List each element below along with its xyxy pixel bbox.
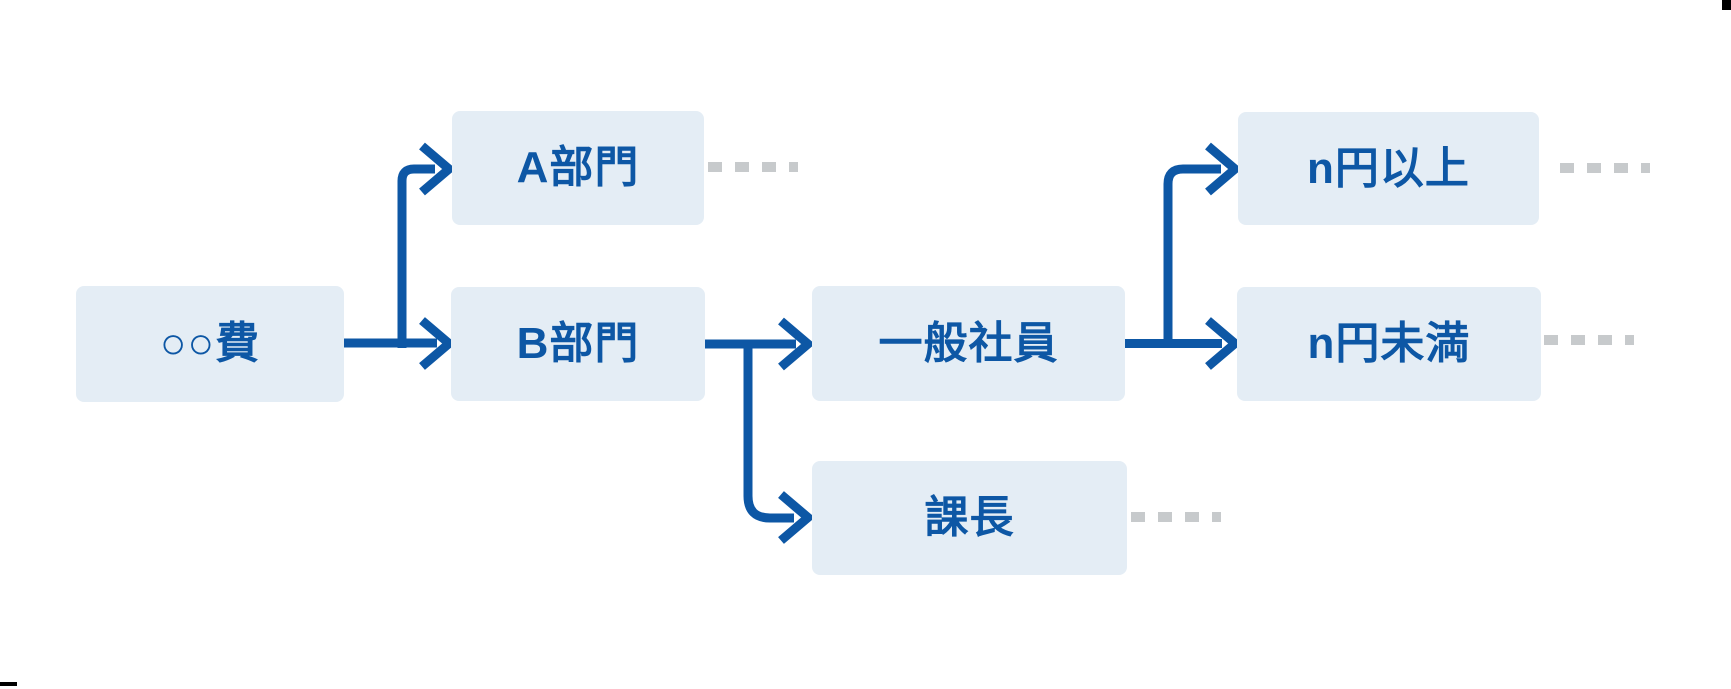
node-general-employee-label: 一般社員 bbox=[878, 318, 1059, 368]
node-general-employee: 一般社員 bbox=[812, 286, 1125, 401]
arrowhead-to-general-employee bbox=[778, 317, 815, 371]
arrowhead-to-amount-n-or-more bbox=[1205, 142, 1242, 196]
arrowhead-to-section-chief bbox=[778, 491, 815, 544]
arrowhead-to-amount-under-n bbox=[1205, 317, 1242, 370]
node-amount-n-or-more: n円以上 bbox=[1238, 112, 1539, 225]
node-section-chief: 課長 bbox=[812, 461, 1127, 575]
node-expense: ○○費 bbox=[76, 286, 344, 402]
arrowhead-to-department-b bbox=[419, 317, 456, 370]
screenshot-artifact-bottom-left bbox=[0, 682, 17, 686]
node-amount-under-n: n円未満 bbox=[1237, 287, 1541, 401]
node-amount-under-n-label: n円未満 bbox=[1307, 319, 1471, 368]
node-department-a-label: A部門 bbox=[516, 143, 640, 192]
node-department-a: A部門 bbox=[452, 111, 704, 225]
screenshot-artifact-top-right bbox=[1722, 0, 1731, 10]
node-expense-label: ○○費 bbox=[159, 319, 261, 368]
edge-department-b-branch-down bbox=[743, 344, 794, 523]
edge-general-employee-branch-up bbox=[1163, 164, 1221, 348]
arrowhead-to-department-a bbox=[419, 142, 456, 196]
node-section-chief-label: 課長 bbox=[924, 493, 1015, 542]
edge-expense-branch-up bbox=[397, 164, 435, 348]
node-amount-n-or-more-label: n円以上 bbox=[1307, 143, 1470, 193]
node-department-b-label: B部門 bbox=[516, 319, 640, 368]
node-department-b: B部門 bbox=[451, 287, 705, 401]
